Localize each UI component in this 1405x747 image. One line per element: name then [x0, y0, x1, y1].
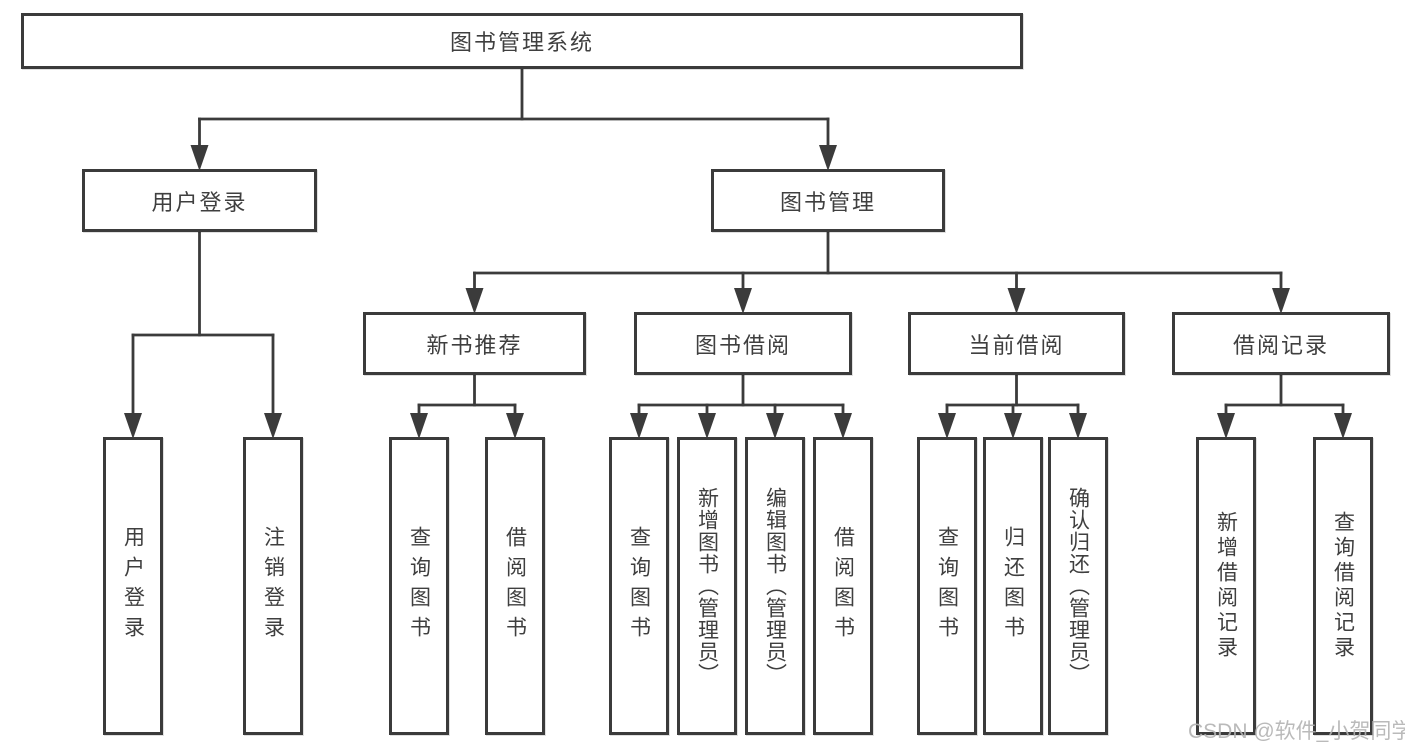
leaf-query-borrow-record-label: 查询借阅记录: [1331, 511, 1355, 661]
leaf-add-books-admin-label: 新增图书（管理员）: [695, 487, 719, 685]
leaf-confirm-return-admin-label: 确认归还（管理员）: [1066, 487, 1090, 685]
leaf-add-books-admin: 新增图书（管理员）: [677, 437, 737, 735]
leaf-borrow-books-1-label: 借阅图书: [503, 526, 527, 646]
watermark-text: CSDN @软件_小贺同学: [1188, 720, 1405, 743]
leaf-query-books-1: 查询图书: [389, 437, 449, 735]
leaf-query-books-3-label: 查询图书: [935, 526, 959, 646]
leaf-borrow-books-1: 借阅图书: [485, 437, 545, 735]
leaf-borrow-books-2: 借阅图书: [813, 437, 873, 735]
node-borrowing-records: 借阅记录: [1172, 312, 1390, 375]
node-book-management: 图书管理: [711, 169, 945, 232]
leaf-edit-books-admin-label: 编辑图书（管理员）: [763, 487, 787, 685]
node-book-borrowing: 图书借阅: [634, 312, 852, 375]
leaf-logout-label: 注销登录: [261, 526, 285, 646]
node-current-borrowing-label: 当前借阅: [968, 332, 1065, 358]
leaf-user-login-label: 用户登录: [121, 526, 145, 646]
node-borrowing-records-label: 借阅记录: [1232, 332, 1329, 358]
leaf-query-borrow-record: 查询借阅记录: [1313, 437, 1373, 735]
leaf-return-books: 归还图书: [983, 437, 1043, 735]
leaf-logout: 注销登录: [243, 437, 303, 735]
leaf-borrow-books-2-label: 借阅图书: [831, 526, 855, 646]
node-book-management-label: 图书管理: [779, 189, 876, 215]
node-current-borrowing: 当前借阅: [908, 312, 1125, 375]
node-new-book-recommendation: 新书推荐: [363, 312, 586, 375]
leaf-query-books-2-label: 查询图书: [627, 526, 651, 646]
leaf-confirm-return-admin: 确认归还（管理员）: [1048, 437, 1108, 735]
leaf-user-login: 用户登录: [103, 437, 163, 735]
node-user-login: 用户登录: [82, 169, 317, 232]
leaf-add-borrow-record: 新增借阅记录: [1196, 437, 1256, 735]
leaf-query-books-3: 查询图书: [917, 437, 977, 735]
leaf-query-books-1-label: 查询图书: [407, 526, 431, 646]
leaf-edit-books-admin: 编辑图书（管理员）: [745, 437, 805, 735]
node-library-management-system: 图书管理系统: [21, 13, 1023, 69]
node-new-book-recommendation-label: 新书推荐: [426, 332, 523, 358]
leaf-query-books-2: 查询图书: [609, 437, 669, 735]
node-book-borrowing-label: 图书借阅: [694, 332, 791, 358]
node-user-login-label: 用户登录: [151, 189, 248, 215]
leaf-return-books-label: 归还图书: [1001, 526, 1025, 646]
leaf-add-borrow-record-label: 新增借阅记录: [1214, 511, 1238, 661]
node-library-management-system-label: 图书管理系统: [449, 30, 594, 55]
